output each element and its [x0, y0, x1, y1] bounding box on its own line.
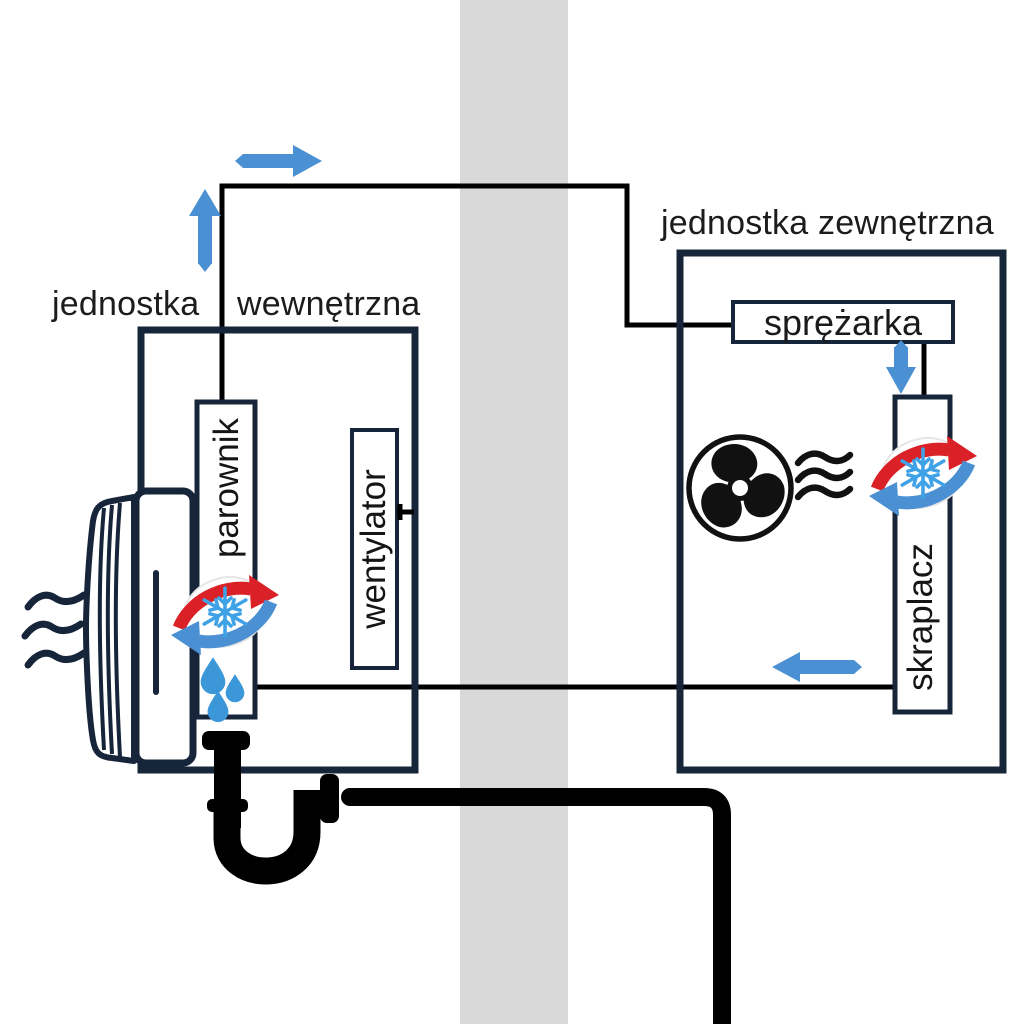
pipe-evaporator-to-compressor — [219, 183, 733, 400]
drain-u-bend — [213, 790, 321, 885]
ac-front-flap — [83, 494, 137, 764]
drain-flange — [202, 731, 250, 750]
fan-box-connector — [397, 504, 414, 520]
flow-arrow-down-icon — [886, 340, 916, 394]
heat-waves-icon — [21, 591, 88, 669]
flow-arrow-left-icon — [772, 652, 862, 682]
flow-arrow-up-icon — [189, 189, 221, 272]
drain-trap-icon — [202, 731, 731, 1024]
wall-band — [460, 0, 568, 1024]
compressor-box — [731, 300, 955, 344]
outdoor-unit-title: jednostka zewnętrzna — [661, 204, 994, 242]
indoor-unit-title: jednostka wewnętrzna — [52, 285, 421, 323]
condenser-label: skraplacz — [901, 543, 940, 691]
flow-arrow-right-icon — [235, 145, 322, 177]
ac-louver-line — [97, 507, 106, 751]
indoor-ac-unit-icon — [83, 487, 197, 767]
outdoor-unit-box — [676, 249, 1007, 774]
evaporator-label: parownik — [207, 417, 246, 559]
drain-union — [320, 774, 339, 823]
ac-louver-line — [105, 504, 114, 755]
compressor-label: sprężarka — [763, 302, 923, 343]
drain-out-pipe — [341, 788, 731, 1024]
fan-icon — [686, 434, 794, 542]
condenser-heat-exchange-icon — [869, 428, 977, 519]
water-droplets-icon — [200, 657, 245, 723]
flow-arrows — [189, 145, 916, 682]
airflow-waves-icon — [794, 450, 854, 501]
fan-box — [350, 428, 399, 670]
ac-louver-line — [113, 502, 122, 758]
refrigerant-lines — [219, 183, 927, 690]
fan-label: wentylator — [354, 469, 393, 629]
